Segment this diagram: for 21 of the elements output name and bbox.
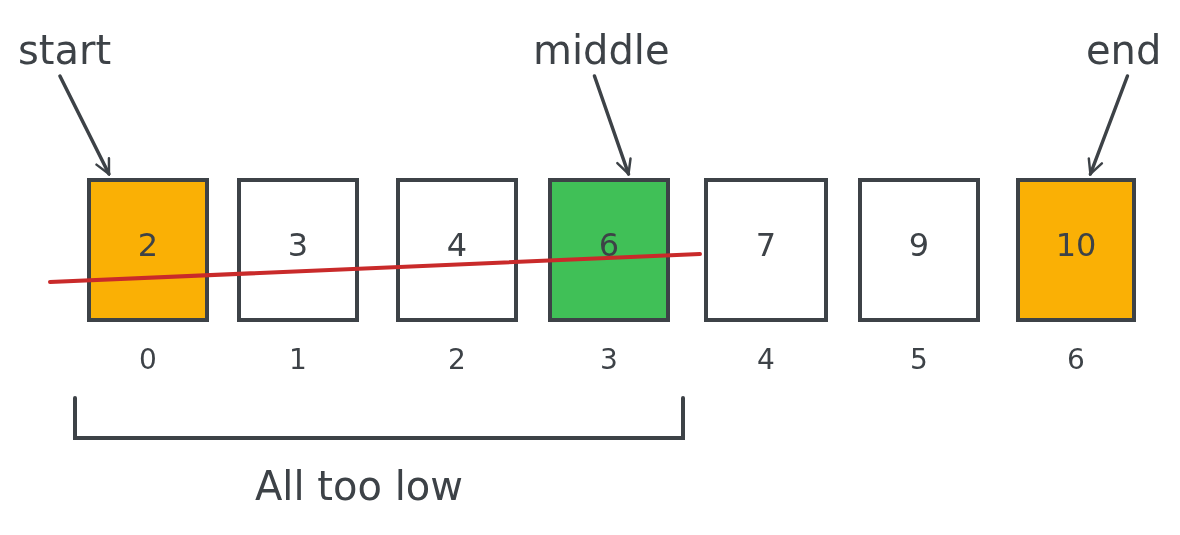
array-cell: 9 (858, 178, 980, 322)
index-label: 3 (600, 346, 618, 374)
index-label: 5 (910, 346, 928, 374)
pointer-label: start (18, 30, 112, 70)
bracket-label: All too low (255, 466, 463, 506)
arrow (1087, 74, 1130, 176)
index-label: 0 (139, 346, 157, 374)
array-cell: 3 (237, 178, 359, 322)
array-cell: 2 (87, 178, 209, 322)
array-cell: 4 (396, 178, 518, 322)
index-label: 2 (448, 346, 466, 374)
array-cell: 6 (548, 178, 670, 322)
index-label: 4 (757, 346, 775, 374)
pointer-label: middle (533, 30, 670, 70)
index-label: 6 (1067, 346, 1085, 374)
arrow (592, 74, 632, 176)
array-cell: 7 (704, 178, 828, 322)
array-cell: 10 (1016, 178, 1136, 322)
index-label: 1 (289, 346, 307, 374)
arrow (58, 74, 111, 176)
pointer-label: end (1086, 30, 1162, 70)
